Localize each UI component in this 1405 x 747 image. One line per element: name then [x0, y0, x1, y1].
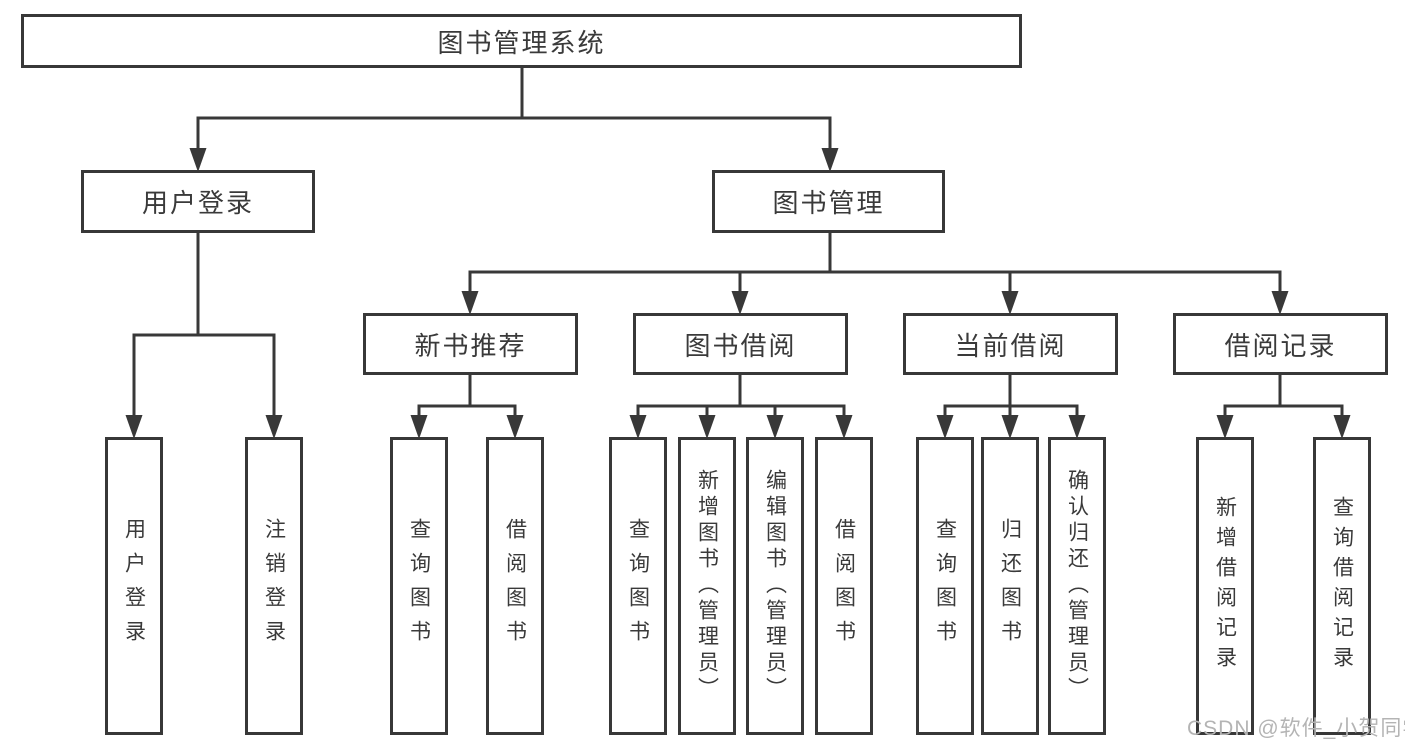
- arrow-down-icon: [506, 415, 524, 439]
- arrow-down-icon: [410, 415, 428, 439]
- leaf-label: 查询图书: [407, 518, 431, 654]
- leaf-borrow-books-recommend: 借阅图书: [486, 437, 544, 735]
- arrow-down-icon: [1271, 291, 1289, 315]
- connector-book-management-to-level3: [468, 233, 1282, 292]
- arrow-down-icon: [821, 148, 839, 172]
- leaf-label: 借阅图书: [832, 518, 856, 654]
- leaf-query-books-borrowing: 查询图书: [609, 437, 667, 735]
- arrow-down-icon: [766, 415, 784, 439]
- arrow-down-icon: [936, 415, 954, 439]
- node-label: 图书管理: [772, 188, 885, 218]
- arrow-down-icon: [189, 148, 207, 172]
- node-book-borrowing: 图书借阅: [633, 313, 848, 375]
- node-user-login: 用户登录: [81, 170, 315, 233]
- leaf-label: 新增图书（管理员）: [695, 469, 719, 703]
- leaf-confirm-return-admin: 确认归还（管理员）: [1048, 437, 1106, 735]
- connector-book-borrowing-to-children: [636, 375, 846, 418]
- leaf-query-books-recommend: 查询图书: [390, 437, 448, 735]
- arrow-down-icon: [265, 415, 283, 439]
- leaf-borrow-books-borrowing: 借阅图书: [815, 437, 873, 735]
- leaf-add-book-admin: 新增图书（管理员）: [678, 437, 736, 735]
- leaf-add-borrow-record: 新增借阅记录: [1196, 437, 1254, 735]
- node-label: 新书推荐: [414, 330, 527, 361]
- node-label: 图书借阅: [684, 330, 797, 361]
- arrow-down-icon: [698, 415, 716, 439]
- watermark: CSDN @软件_小贺同学: [1187, 717, 1405, 740]
- connector-current-borrowing-to-children: [943, 375, 1079, 418]
- node-book-management: 图书管理: [712, 170, 945, 233]
- leaf-label: 查询图书: [626, 518, 650, 654]
- connector-new-book-to-children: [417, 375, 517, 418]
- leaf-label: 新增借阅记录: [1213, 496, 1237, 676]
- leaf-query-borrow-record: 查询借阅记录: [1313, 437, 1371, 735]
- leaf-logout: 注销登录: [245, 437, 303, 735]
- node-library-management-system: 图书管理系统: [21, 14, 1022, 68]
- leaf-label: 用户登录: [122, 518, 146, 654]
- arrow-down-icon: [731, 291, 749, 315]
- leaf-user-login: 用户登录: [105, 437, 163, 735]
- connector-root-to-level2: [196, 68, 832, 152]
- arrow-down-icon: [1216, 415, 1234, 439]
- arrow-down-icon: [1001, 415, 1019, 439]
- connector-user-login-to-children: [132, 233, 276, 418]
- node-borrowing-records: 借阅记录: [1173, 313, 1388, 375]
- arrow-down-icon: [125, 415, 143, 439]
- leaf-query-books-current: 查询图书: [916, 437, 974, 735]
- leaf-edit-book-admin: 编辑图书（管理员）: [746, 437, 804, 735]
- leaf-label: 查询图书: [933, 518, 957, 654]
- node-label: 用户登录: [141, 188, 254, 218]
- node-current-borrowing: 当前借阅: [903, 313, 1118, 375]
- leaf-label: 查询借阅记录: [1330, 496, 1354, 676]
- leaf-label: 注销登录: [262, 518, 286, 654]
- leaf-label: 归还图书: [998, 518, 1022, 654]
- leaf-label: 确认归还（管理员）: [1065, 469, 1089, 703]
- arrow-down-icon: [1333, 415, 1351, 439]
- node-label: 图书管理系统: [437, 27, 606, 58]
- leaf-label: 借阅图书: [503, 518, 527, 654]
- arrow-down-icon: [629, 415, 647, 439]
- connector-borrowing-records-to-children: [1223, 375, 1344, 418]
- leaf-label: 编辑图书（管理员）: [763, 469, 787, 703]
- arrow-down-icon: [1001, 291, 1019, 315]
- node-label: 当前借阅: [954, 330, 1067, 361]
- arrow-down-icon: [835, 415, 853, 439]
- arrow-down-icon: [461, 291, 479, 315]
- leaf-return-books: 归还图书: [981, 437, 1039, 735]
- arrow-down-icon: [1068, 415, 1086, 439]
- node-new-book-recommendation: 新书推荐: [363, 313, 578, 375]
- node-label: 借阅记录: [1224, 330, 1337, 361]
